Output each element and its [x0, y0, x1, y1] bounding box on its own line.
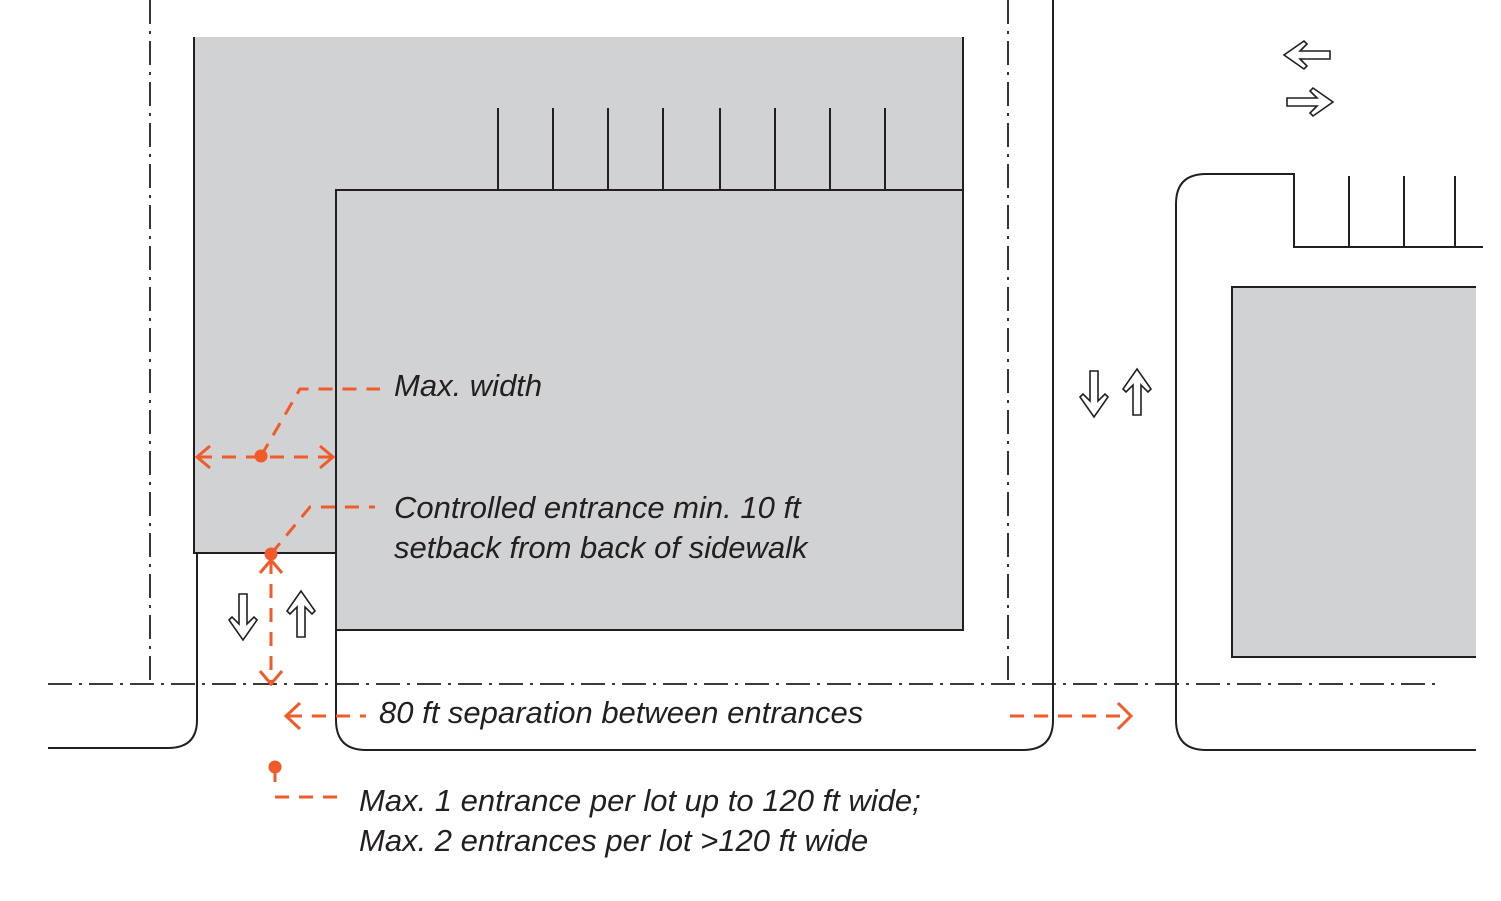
main-curb	[335, 0, 1054, 751]
building-outline-left	[193, 37, 336, 554]
adjacent-building-outline	[1231, 286, 1476, 658]
setback-label-line2: setback from back of sidewalk	[394, 530, 809, 565]
down-arrow-icon	[1079, 370, 1109, 418]
max-width-label: Max. width	[394, 368, 542, 403]
separation-annotation	[283, 701, 1134, 731]
left-curb	[48, 553, 198, 749]
building-footprint	[194, 37, 963, 630]
max-width-annotation	[194, 387, 380, 470]
setback-annotation	[258, 505, 375, 687]
parking-stalls	[497, 108, 886, 189]
entrances-label-line2: Max. 2 entrances per lot >120 ft wide	[359, 823, 868, 858]
separation-label: 80 ft separation between entrances	[379, 695, 863, 730]
adjacent-building	[1232, 287, 1476, 657]
entrances-annotation	[268, 760, 345, 799]
left-arrow-icon	[1283, 40, 1331, 70]
down-arrow-icon	[228, 593, 258, 641]
setback-label-line1: Controlled entrance min. 10 ft	[394, 490, 802, 525]
up-arrow-icon	[1122, 368, 1152, 416]
entrances-label-line1: Max. 1 entrance per lot up to 120 ft wid…	[359, 783, 921, 818]
up-arrow-icon	[286, 590, 316, 638]
right-arrow-icon	[1286, 87, 1334, 117]
right-lot-curb	[1175, 173, 1483, 751]
right-parking-stalls	[1348, 176, 1456, 247]
